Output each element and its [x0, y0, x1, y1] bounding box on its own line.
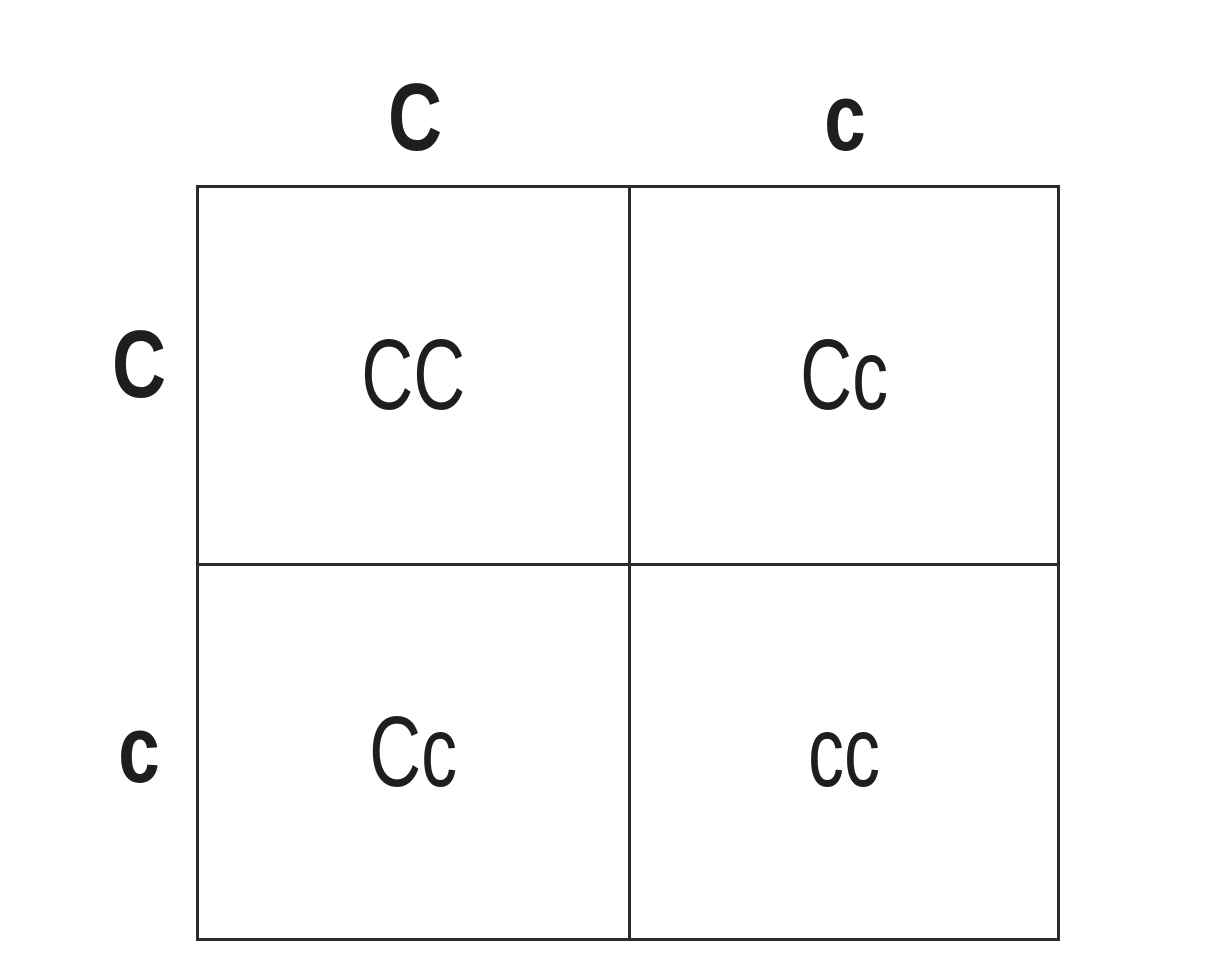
row-allele-0: C [111, 311, 167, 418]
column-allele-0: C [387, 64, 443, 171]
genotype-label: Cc [369, 695, 458, 808]
punnett-grid: CC Cc Cc cc [196, 185, 1060, 941]
genotype-cell-0-0: CC [199, 188, 631, 566]
genotype-cell-0-1: Cc [631, 188, 1057, 566]
row-allele-1: c [118, 696, 160, 803]
genotype-cell-1-1: cc [631, 566, 1057, 938]
genotype-label: CC [361, 319, 466, 431]
column-allele-1: c [824, 64, 866, 171]
genotype-cell-1-0: Cc [199, 566, 631, 938]
genotype-label: Cc [800, 319, 888, 431]
genotype-label: cc [808, 695, 880, 808]
